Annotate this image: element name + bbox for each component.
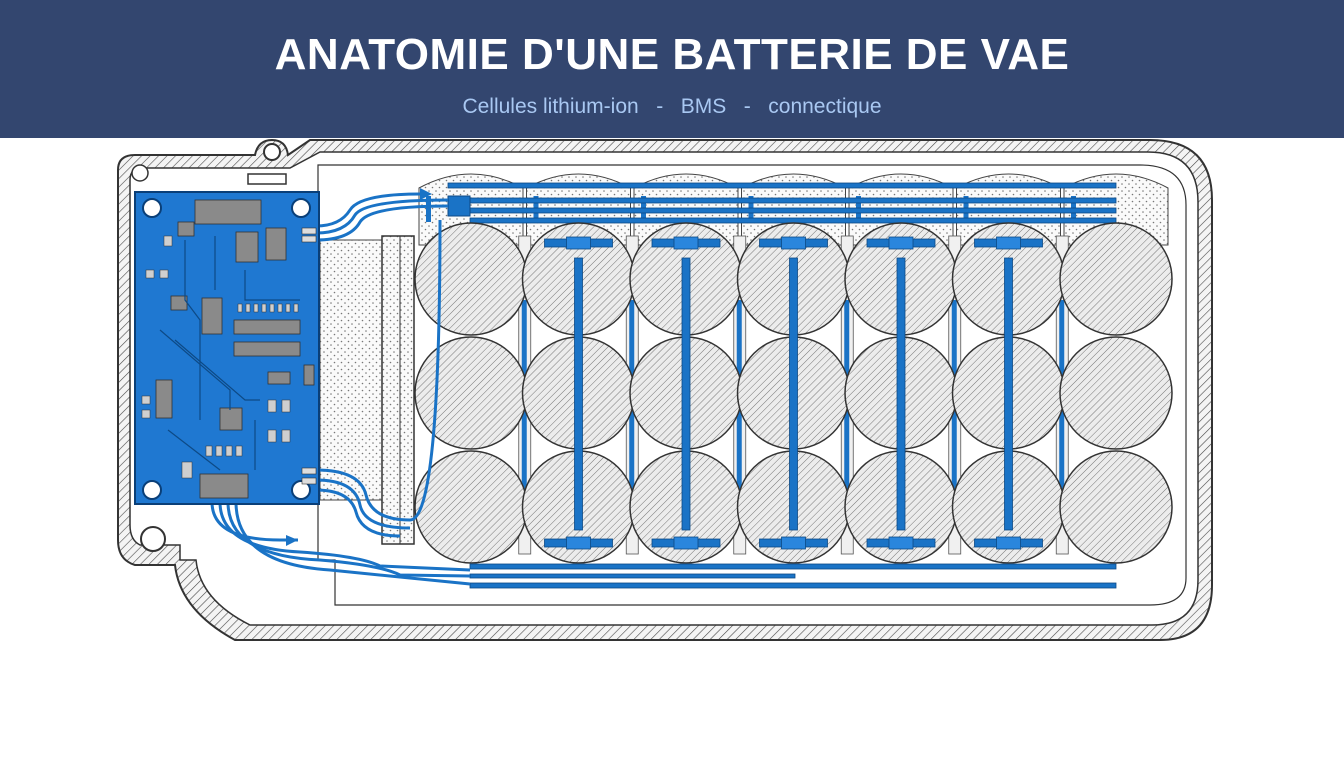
- busbar-drop: [426, 196, 431, 222]
- busbar: [681, 257, 691, 531]
- battery-cell: [414, 222, 528, 336]
- busbar: [1004, 257, 1013, 531]
- page-title: ANATOMIE D'UNE BATTERIE DE VAE: [274, 30, 1070, 79]
- subtitle-sep-2: -: [743, 95, 751, 118]
- page-subtitle: Cellules lithium-ion - BMS - connectique: [0, 95, 1344, 119]
- wire-harness: [210, 192, 471, 586]
- mounting-hole-icon: [142, 198, 162, 218]
- connector-icon: [673, 236, 699, 250]
- arrow-icon: [286, 535, 298, 546]
- connector-icon: [566, 536, 591, 550]
- battery-cell: [1059, 222, 1173, 336]
- connector-icon: [888, 536, 914, 550]
- connector-icon: [888, 236, 914, 250]
- header-banner: ANATOMIE D'UNE BATTERIE DE VAE Cellules …: [0, 0, 1344, 138]
- top-busbars: [447, 182, 1117, 224]
- subtitle-sep-1: -: [656, 95, 664, 118]
- subtitle-cells: Cellules lithium-ion: [462, 95, 639, 118]
- subtitle-connectique: connectique: [768, 95, 882, 118]
- battery-cell: [1059, 450, 1173, 564]
- busbar: [574, 257, 583, 531]
- subtitle-bms: BMS: [680, 95, 727, 118]
- battery-cell: [414, 336, 528, 450]
- cell-grid: [414, 222, 1173, 564]
- mounting-hole-icon: [142, 480, 162, 500]
- mounting-hole-icon: [291, 198, 311, 218]
- arrow-icon: [420, 188, 432, 200]
- connector-icon: [996, 236, 1021, 250]
- battery-diagram: [0, 138, 1344, 768]
- mounting-hole-icon: [291, 480, 311, 500]
- busbar: [789, 257, 798, 531]
- battery-cell: [1059, 336, 1173, 450]
- connector-icon: [996, 536, 1021, 550]
- foam-padding: [319, 235, 415, 545]
- main-connector: [447, 195, 471, 217]
- battery-cell: [414, 450, 528, 564]
- battery-diagram-svg: [117, 138, 1213, 641]
- connector-icon: [781, 536, 806, 550]
- connector-icon: [781, 236, 806, 250]
- busbar: [896, 257, 906, 531]
- bms-board: [134, 191, 320, 505]
- connector-icon: [673, 536, 699, 550]
- connector-icon: [566, 236, 591, 250]
